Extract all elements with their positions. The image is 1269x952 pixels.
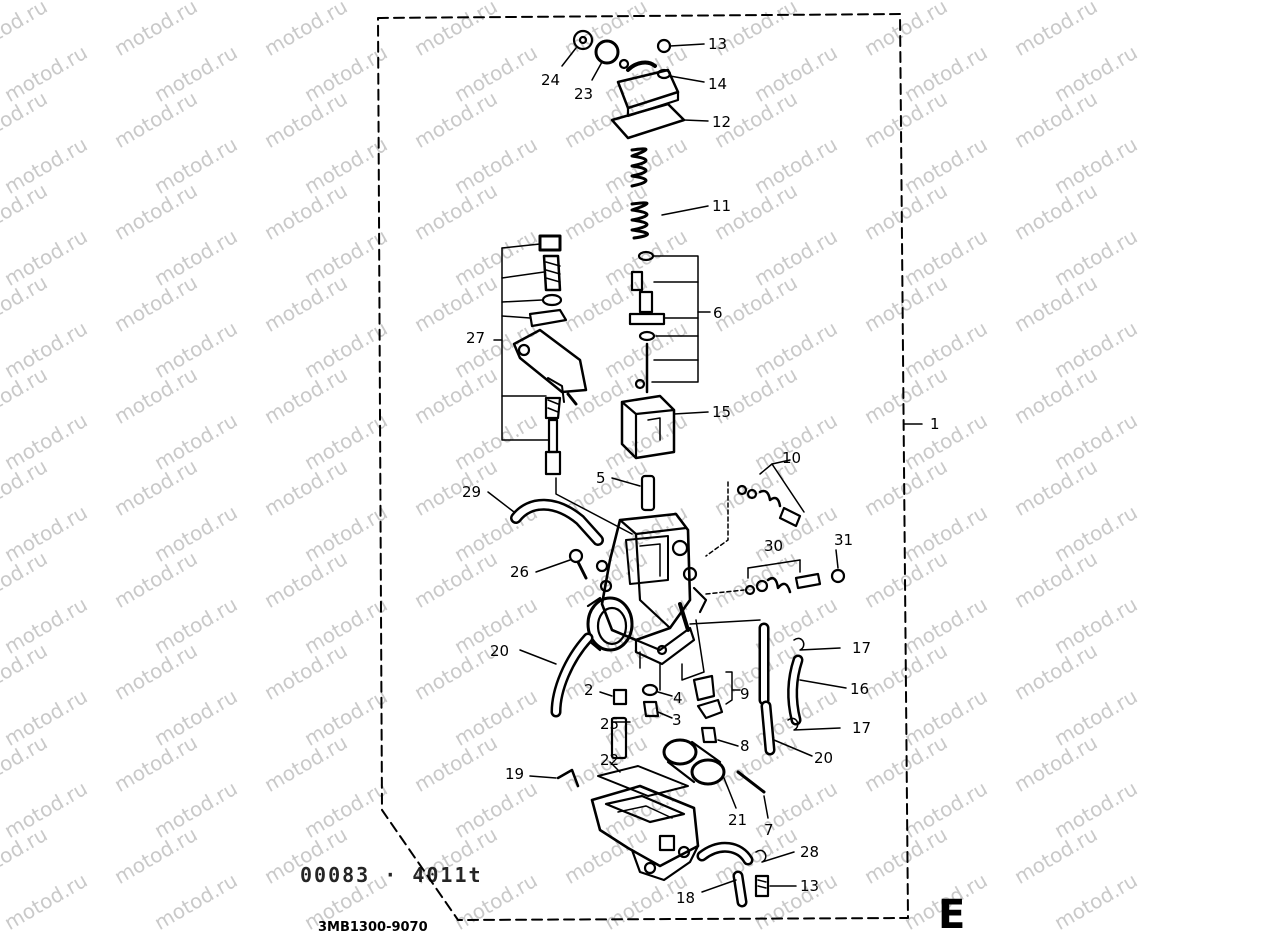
part-label-p16: 16 [850,680,870,698]
part-label-p30: 30 [764,537,784,555]
hose-16 [787,654,847,726]
part-label-p22: 22 [600,751,620,769]
top-cover-12 [610,58,709,140]
part-label-p17b: 17 [852,719,872,737]
clip-28 [755,849,795,863]
part-label-p23: 23 [574,85,594,103]
idle-screw-group-30 [705,549,846,596]
screw-19 [529,768,580,788]
section-letter: E [938,892,966,938]
part-label-p26: 26 [510,563,530,581]
vent-hose-29 [487,491,604,546]
part-label-p27: 27 [466,329,486,347]
part-label-p13b: 13 [800,877,820,895]
jet-8 [700,726,739,747]
spring-11 [630,147,709,240]
drawing-code: 3MB1300-9070 [318,920,428,935]
float-pin-7 [736,770,769,819]
clip-17-bottom [787,717,841,731]
part-label-p28: 28 [800,843,820,861]
part-label-p18: 18 [676,889,696,907]
part-label-p29: 29 [462,483,482,501]
part-label-p20a: 20 [490,642,510,660]
part-label-p5: 5 [596,469,606,487]
cap-23 [591,39,620,81]
part-label-p15: 15 [712,403,732,421]
screw-13-top [656,38,705,54]
float-valve-group-9 [692,671,741,720]
part-label-p11: 11 [712,197,732,215]
pilot-screw-group-10 [705,459,805,557]
jet-2 [599,688,628,706]
part-label-p6: 6 [713,304,723,322]
part-label-p25: 25 [600,715,620,733]
part-label-p1: 1 [930,415,940,433]
part-label-p4: 4 [673,689,683,707]
part-label-p19: 19 [505,765,525,783]
part-label-p7: 7 [764,821,774,839]
screw-13-bottom [754,874,797,898]
part-label-p9: 9 [740,685,750,703]
part-label-p20b: 20 [814,749,834,767]
jet-5 [611,474,656,512]
needle-group-6 [628,250,711,394]
part-label-p10: 10 [782,449,802,467]
carburetor-body [586,512,708,669]
part-label-p12: 12 [712,113,732,131]
overflow-hose-20-right [758,622,813,757]
stamp-text: 00083 · 4011t [300,863,483,887]
part-label-p17a: 17 [852,639,872,657]
cap-24 [561,29,594,67]
part-label-p2: 2 [584,681,594,699]
part-label-p13a: 13 [708,35,728,53]
drain-hose-20-left [519,632,594,718]
part-label-p31: 31 [834,531,854,549]
tube-25 [610,716,631,760]
assembly-boundary [377,13,909,921]
drain-hose-18 [696,841,754,908]
throttle-slide-15 [620,394,709,460]
part-label-p24: 24 [541,71,561,89]
float-21 [662,738,737,809]
washer-14 [656,68,705,83]
jet-4 [641,683,673,697]
part-label-p14: 14 [708,75,728,93]
part-label-p3: 3 [672,711,682,729]
part-label-p21: 21 [728,811,748,829]
part-label-p8: 8 [740,737,750,755]
screw-26 [535,548,588,580]
clip-17-top [793,637,841,651]
jet-3 [642,700,673,719]
choke-group-27 [493,234,633,535]
float-bowl [590,784,700,882]
